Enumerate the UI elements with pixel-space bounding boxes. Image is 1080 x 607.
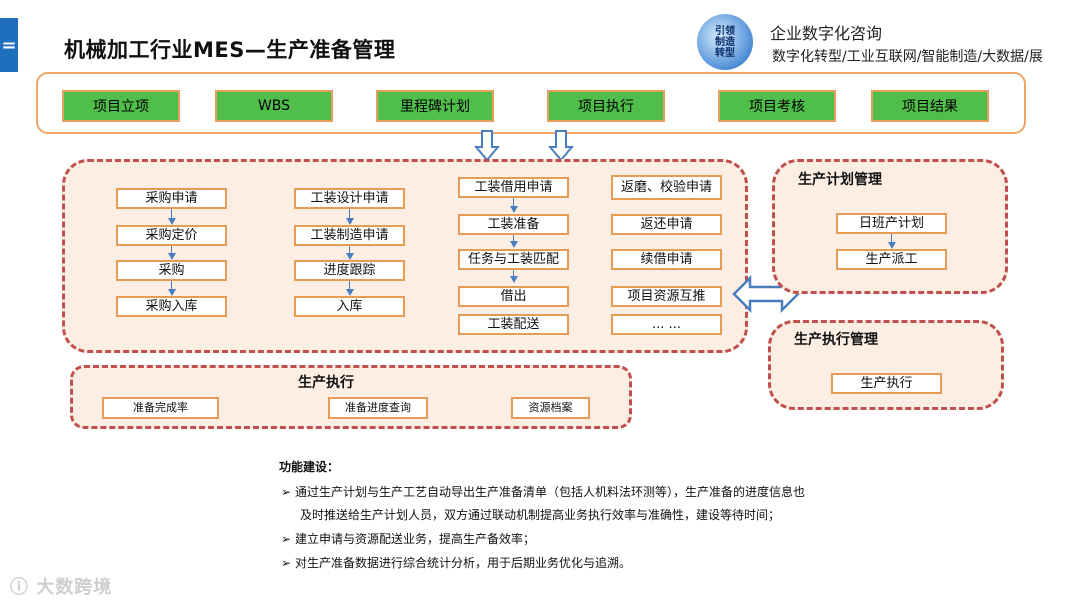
page-title: 机械加工行业MES—生产准备管理 <box>64 38 396 62</box>
flow-step-project-initiation[interactable]: 项目立项 <box>62 90 180 122</box>
flow-connector <box>513 235 514 241</box>
production-execution-box[interactable]: 生产执行 <box>831 373 942 394</box>
notes-title: 功能建设： <box>279 460 340 474</box>
flow-step-project-assessment[interactable]: 项目考核 <box>718 90 836 122</box>
project-resource-push-box[interactable]: 项目资源互推 <box>611 286 722 307</box>
flow-step-project-result[interactable]: 项目结果 <box>871 90 989 122</box>
arrow-down-icon <box>510 206 518 213</box>
flow-step-wbs[interactable]: WBS <box>215 90 333 122</box>
production-execution-mgmt-panel <box>768 320 1004 410</box>
arrow-down-icon <box>168 253 176 260</box>
production-execution-mgmt-title: 生产执行管理 <box>794 332 878 348</box>
arrow-down-icon <box>510 241 518 248</box>
arrow-down-icon <box>346 289 354 296</box>
purchase-warehousing-box[interactable]: 采购入库 <box>116 296 227 317</box>
arrow-down-icon <box>888 242 896 249</box>
flow-connector <box>891 234 892 242</box>
purchase-pricing-box[interactable]: 采购定价 <box>116 225 227 246</box>
flow-connector <box>513 198 514 206</box>
flow-step-project-execution[interactable]: 项目执行 <box>547 90 665 122</box>
prep-progress-query-box[interactable]: 准备进度查询 <box>328 397 428 419</box>
flow-connector <box>349 246 350 253</box>
return-request-box[interactable]: 返还申请 <box>611 214 722 235</box>
task-tooling-matching-box[interactable]: 任务与工装匹配 <box>458 249 569 270</box>
arrow-down-icon <box>168 218 176 225</box>
production-dispatch-box[interactable]: 生产派工 <box>836 249 947 270</box>
note-text: 通过生产计划与生产工艺自动导出生产准备清单（包括人机料法环测等），生产准备的进度… <box>295 485 806 499</box>
flow-connector <box>171 281 172 289</box>
production-execution-title: 生产执行 <box>298 375 354 391</box>
brand-logo: 引领 制造 转型 <box>697 14 753 70</box>
renew-borrow-request-box[interactable]: 续借申请 <box>611 249 722 270</box>
note-item-1-continued: 及时推送给生产计划人员，双方通过联动机制提高业务执行效率与准确性，建设等待时间； <box>300 508 781 522</box>
watermark: ⓘ 大数跨境 <box>10 573 112 599</box>
down-arrow-icon <box>474 130 500 162</box>
arrow-down-icon <box>510 276 518 283</box>
lend-out-box[interactable]: 借出 <box>458 286 569 307</box>
brand-name: 企业数字化咨询 <box>770 24 883 43</box>
logo-line-1: 引领 <box>715 25 735 37</box>
brand-tagline: 数字化转型/工业互联网/智能制造/大数据/展 <box>772 49 1043 65</box>
flow-connector <box>349 281 350 289</box>
flow-connector <box>171 246 172 253</box>
resource-archive-box[interactable]: 资源档案 <box>511 397 590 419</box>
warehousing-box[interactable]: 入库 <box>294 296 405 317</box>
watermark-logo-icon: ⓘ <box>10 577 29 598</box>
tooling-design-request-box[interactable]: 工装设计申请 <box>294 188 405 209</box>
watermark-text: 大数跨境 <box>36 577 113 598</box>
project-flow-frame <box>36 72 1026 134</box>
production-planning-title: 生产计划管理 <box>798 172 882 188</box>
purchase-request-box[interactable]: 采购申请 <box>116 188 227 209</box>
note-item-1: ➢通过生产计划与生产工艺自动导出生产准备清单（包括人机料法环测等），生产准备的进… <box>281 481 805 503</box>
bullet-icon: ➢ <box>281 532 292 546</box>
arrow-down-icon <box>346 253 354 260</box>
menu-icon[interactable]: = <box>0 18 18 72</box>
note-item-3: ➢对生产准备数据进行综合统计分析，用于后期业务优化与追溯。 <box>281 552 631 574</box>
down-arrow-icon <box>548 130 574 162</box>
logo-line-2: 制造 <box>715 36 735 48</box>
bullet-icon: ➢ <box>281 556 292 570</box>
flow-connector <box>513 270 514 276</box>
tooling-delivery-box[interactable]: 工装配送 <box>458 314 569 335</box>
flow-connector <box>171 209 172 218</box>
daily-shift-plan-box[interactable]: 日班产计划 <box>836 213 947 234</box>
arrow-down-icon <box>346 218 354 225</box>
tooling-borrow-request-box[interactable]: 工装借用申请 <box>458 177 569 198</box>
tooling-preparation-box[interactable]: 工装准备 <box>458 214 569 235</box>
more-items-box: ... ... <box>611 314 722 335</box>
note-item-2: ➢建立申请与资源配送业务，提高生产备效率； <box>281 528 535 550</box>
bullet-icon: ➢ <box>281 485 292 499</box>
note-text: 对生产准备数据进行综合统计分析，用于后期业务优化与追溯。 <box>295 556 632 570</box>
prep-completion-rate-box[interactable]: 准备完成率 <box>102 397 219 419</box>
flow-step-milestone-plan[interactable]: 里程碑计划 <box>376 90 494 122</box>
note-text: 建立申请与资源配送业务，提高生产备效率； <box>295 532 536 546</box>
logo-line-3: 转型 <box>715 47 735 59</box>
flow-connector <box>349 209 350 218</box>
regrind-calibration-request-box[interactable]: 返磨、校验申请 <box>611 175 722 200</box>
progress-tracking-box[interactable]: 进度跟踪 <box>294 260 405 281</box>
purchase-box[interactable]: 采购 <box>116 260 227 281</box>
tooling-manufacture-request-box[interactable]: 工装制造申请 <box>294 225 405 246</box>
arrow-down-icon <box>168 289 176 296</box>
